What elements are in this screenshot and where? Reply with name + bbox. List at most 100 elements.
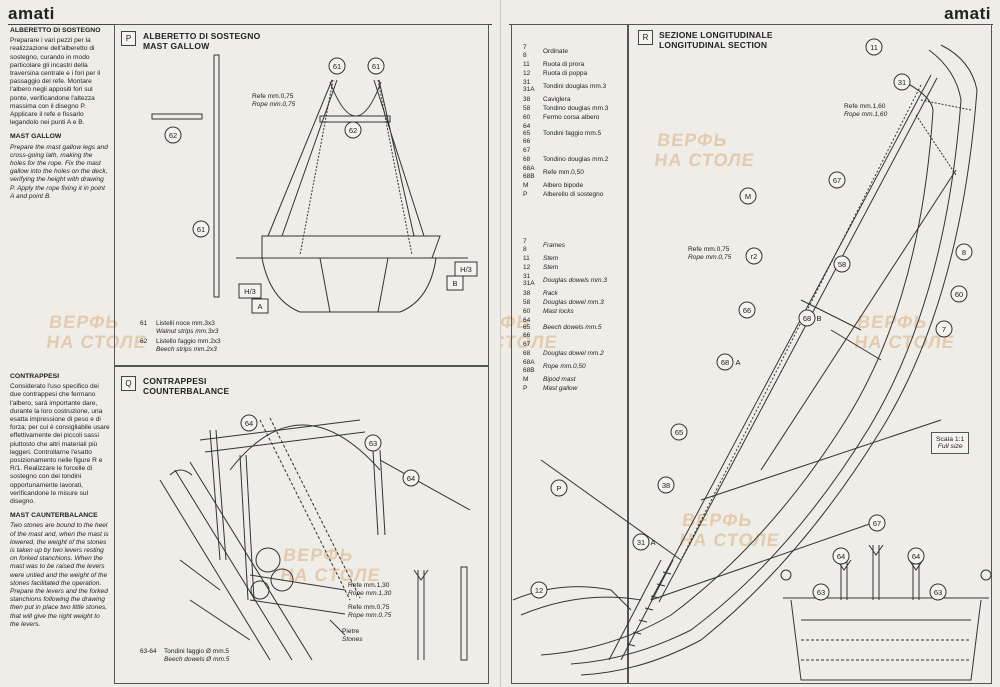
section-r-badge: R xyxy=(638,30,653,45)
brand-logo-left: amati xyxy=(8,4,55,23)
legend-row: 60 Mast locks xyxy=(523,308,623,316)
instructions-column: ALBERETTO DI SOSTEGNO Preparare i vari p… xyxy=(10,27,110,201)
legend-number: 11 xyxy=(523,60,530,68)
legend-number: 64 65 66 xyxy=(523,316,531,340)
label-64-q-left: 64 xyxy=(245,419,253,428)
instructions-column-2: CONTRAPPESI Considerato l'uso specifico … xyxy=(10,373,110,629)
label-58: 58 xyxy=(838,260,846,269)
legend-number: 12 xyxy=(523,69,531,77)
legend-row: 12 Ruota di poppa xyxy=(523,70,623,78)
legend-text: Frames xyxy=(543,241,566,249)
label-point-b: B xyxy=(452,279,457,288)
legend-text: Bipod mast xyxy=(543,376,576,383)
legend-number: 11 xyxy=(523,254,530,262)
label-h3-right: H/3 xyxy=(460,265,472,274)
label-r2: r2 xyxy=(751,252,758,261)
legend-number: 31 31A xyxy=(523,272,535,288)
label-a2: A xyxy=(650,538,655,547)
heading-mast-gallow: MAST GALLOW xyxy=(10,133,62,141)
text-mast-gallow: Prepare the mast gallow legs and cross-g… xyxy=(10,143,108,200)
p-legend-row: Walnut strips mm.3x3 xyxy=(156,327,219,335)
legend-text: Albero bipode xyxy=(543,182,584,189)
legend-number: 60 xyxy=(523,307,531,315)
label-38: 38 xyxy=(662,481,670,490)
label-61-strip: 61 xyxy=(197,225,205,234)
legend-text: Ruota di poppa xyxy=(543,69,588,77)
legend-text: Douglas dowel mm.3 xyxy=(543,298,604,306)
legend-number: 67 xyxy=(523,341,531,349)
label-31: 31 xyxy=(898,78,906,87)
legend-text: Stem xyxy=(543,254,559,262)
label-h3-left: H/3 xyxy=(244,287,256,296)
legend-text: Beech dowels mm.5 xyxy=(543,324,602,332)
legend-text: Tondino douglas mm.3 xyxy=(543,104,609,112)
legend-text: Mast locks xyxy=(543,307,574,315)
legend-text: Ruota di prora xyxy=(543,60,585,68)
longitudinal-section-drawing: 11 31 67 M 8 58 r2 60 7 66 68 B 68 A 65 … xyxy=(512,38,992,681)
text-contrappesi: Considerato l'uso specifico dei due cont… xyxy=(10,383,110,506)
section-r-frame xyxy=(628,24,992,684)
label-68-a: 68 xyxy=(721,358,729,367)
label-point-a: A xyxy=(257,302,262,311)
section-q-frame xyxy=(114,366,489,684)
legend-text: Rope mm.0,50 xyxy=(543,363,586,371)
legend-number: 31 31A xyxy=(523,78,535,94)
legend-text: Tondino douglas mm.2 xyxy=(543,156,609,164)
label-b: B xyxy=(816,314,821,323)
label-63-q: 63 xyxy=(369,439,377,448)
legend-text: Fermo corsa albero xyxy=(543,113,600,121)
label-60: 60 xyxy=(955,290,963,299)
legend-row: 7 8 Frames xyxy=(523,238,623,253)
counterbalance-drawing: 64 63 64 xyxy=(159,414,471,661)
legend-row: 31 31A Tondini douglas mm.3 xyxy=(523,79,623,94)
legend-number: 12 xyxy=(523,263,531,271)
section-q-badge: Q xyxy=(121,376,136,391)
legend-row: 11 Ruota di prora xyxy=(523,61,623,69)
label-11: 11 xyxy=(870,43,878,52)
legend-text: Alberello di sostegno xyxy=(543,191,604,199)
label-65: 65 xyxy=(675,428,683,437)
legend-number: 7 8 xyxy=(523,238,527,253)
legend-column-frame xyxy=(511,24,628,684)
text-alberetto: Preparare i vari pezzi per la realizzazi… xyxy=(10,37,101,127)
legend-text: Refe mm.0,50 xyxy=(543,169,584,177)
heading-contrappesi: CONTRAPPESI xyxy=(10,373,60,380)
legend-text: Rack xyxy=(543,289,558,297)
label-62-strip: 62 xyxy=(169,131,177,140)
label-62-lath: 62 xyxy=(349,126,357,135)
section-p-badge: P xyxy=(121,31,136,46)
q-legend-row: Beech dowels Ø mm.5 xyxy=(164,655,230,663)
mast-gallow-drawing: 61 61 62 62 61 H/3 H/3 A B xyxy=(151,54,478,314)
legend-row: 67 xyxy=(523,147,623,155)
legend-number: 7 8 xyxy=(523,44,527,59)
section-p-frame xyxy=(114,24,489,366)
legend-text: Caviglera xyxy=(543,95,571,103)
legend-number: 67 xyxy=(523,147,531,155)
label-a: A xyxy=(735,358,740,367)
legend-text: Tondini douglas mm.3 xyxy=(543,82,607,90)
legend-number: M xyxy=(523,182,529,189)
